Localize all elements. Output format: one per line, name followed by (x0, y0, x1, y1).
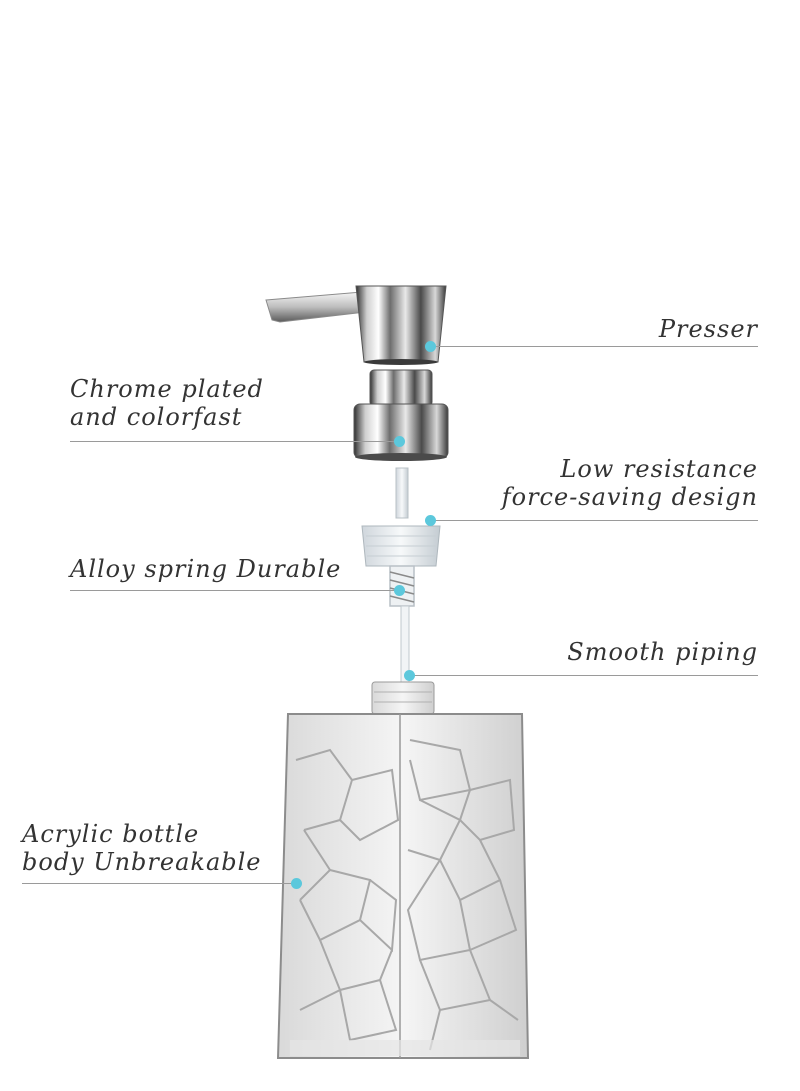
callout-spring: Alloy spring Durable (70, 555, 342, 583)
leader-spring (70, 590, 400, 591)
marker-dot-chrome (394, 436, 405, 447)
callout-low-resistance: Low resistance force-saving design (501, 455, 758, 511)
acrylic-bottle (276, 713, 530, 1059)
leader-low-resistance (430, 520, 758, 521)
marker-dot-presser (425, 341, 436, 352)
callout-piping: Smooth piping (567, 638, 758, 666)
plastic-cap (361, 525, 441, 567)
callout-chrome: Chrome plated and colorfast (70, 375, 264, 431)
callout-bottle: Acrylic bottle body Unbreakable (22, 820, 262, 876)
leader-chrome (70, 441, 400, 442)
callout-presser: Presser (658, 315, 758, 343)
marker-dot-spring (394, 585, 405, 596)
presser-head (265, 285, 447, 365)
leader-piping (410, 675, 758, 676)
bottle-neck (371, 681, 435, 715)
marker-dot-bottle (291, 878, 302, 889)
marker-dot-low-resistance (425, 515, 436, 526)
plunger-stem (395, 467, 409, 519)
marker-dot-piping (404, 670, 415, 681)
leader-bottle (22, 883, 298, 884)
leader-presser (430, 346, 758, 347)
chrome-collar (353, 369, 449, 461)
